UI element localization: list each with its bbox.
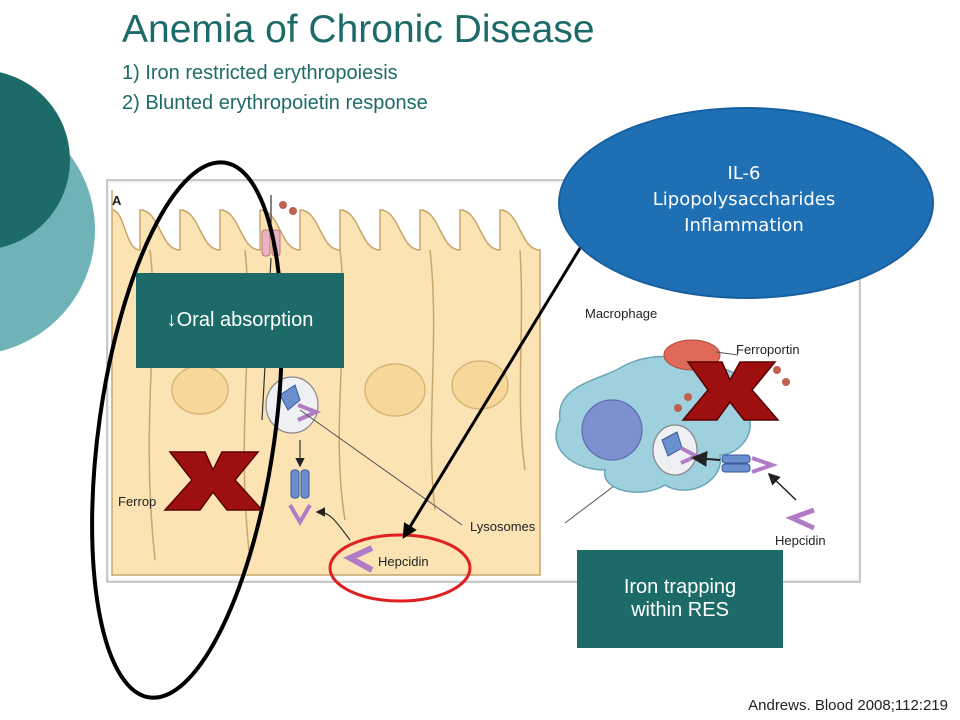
inflammation-ellipse bbox=[558, 107, 934, 299]
cell-nucleus bbox=[451, 360, 509, 410]
black-highlight-ellipse bbox=[90, 160, 284, 700]
hepcidin-shape bbox=[785, 507, 816, 531]
ferroportin-internalized bbox=[279, 384, 301, 411]
oral-absorption-box: ↓Oral absorption bbox=[136, 273, 344, 368]
arrow-line bbox=[691, 450, 721, 467]
ferroportin-membrane bbox=[721, 463, 751, 473]
iron-particle bbox=[782, 378, 790, 386]
point-1: 1) Iron restricted erythropoiesis bbox=[122, 62, 398, 84]
iron-trapping-line-2: within RES bbox=[631, 599, 729, 621]
inflammation-text: IL-6 Lipopolysaccharides Inflammation bbox=[653, 163, 835, 236]
il6-label: IL-6 bbox=[728, 163, 761, 184]
leader-line bbox=[299, 409, 463, 526]
iron-particle bbox=[279, 201, 287, 209]
hepcidin-shape bbox=[288, 503, 312, 526]
red-highlight-circle bbox=[328, 533, 472, 603]
dark-teal-circle bbox=[0, 72, 70, 248]
hepcidin-shape bbox=[751, 456, 779, 474]
point-2: 2) Blunted erythropoietin response bbox=[122, 92, 428, 114]
iron-trapping-box: Iron trapping within RES bbox=[577, 550, 783, 648]
x-mark-right bbox=[681, 361, 780, 421]
inflammation-arrow bbox=[402, 239, 587, 539]
ferroportin-membrane bbox=[721, 454, 751, 464]
macrophage-nucleus bbox=[581, 399, 643, 461]
citation: Andrews. Blood 2008;112:219 bbox=[748, 697, 948, 714]
lysosomes-label: Lysosomes bbox=[470, 519, 536, 534]
hepcidin-bound bbox=[297, 403, 322, 422]
slide-title: Anemia of Chronic Disease bbox=[122, 8, 595, 51]
ferroportin-basolateral bbox=[290, 469, 300, 499]
decorative-circles bbox=[0, 72, 95, 352]
panel-label: A bbox=[112, 193, 122, 208]
iron-particle bbox=[773, 366, 781, 374]
iron-trapping-line-1: Iron trapping bbox=[623, 576, 737, 598]
hepcidin-shape bbox=[343, 545, 374, 573]
ferroportin-label-right: Ferroportin bbox=[736, 342, 800, 357]
cell-nucleus bbox=[171, 365, 229, 415]
lps-label: Lipopolysaccharides bbox=[653, 189, 835, 210]
iron-particle bbox=[684, 393, 692, 401]
cell-nucleus bbox=[364, 363, 426, 417]
iron-particle bbox=[674, 404, 682, 412]
dmt1-transporter bbox=[261, 229, 271, 257]
leader-line bbox=[715, 351, 739, 356]
hepcidin-label-right: Hepcidin bbox=[775, 533, 826, 548]
arrow-line bbox=[767, 472, 797, 501]
arrow-line bbox=[315, 507, 351, 541]
cell-border bbox=[429, 249, 436, 511]
cell-border bbox=[519, 249, 526, 471]
ferroportin-basolateral bbox=[300, 469, 310, 499]
ferroportin-label-left: Ferrop bbox=[118, 494, 156, 509]
inflammation-label: Inflammation bbox=[684, 215, 804, 236]
iron-particle bbox=[289, 207, 297, 215]
x-mark-left bbox=[163, 451, 264, 511]
hepcidin-label-center: Hepcidin bbox=[378, 554, 429, 569]
macrophage-label: Macrophage bbox=[585, 306, 657, 321]
